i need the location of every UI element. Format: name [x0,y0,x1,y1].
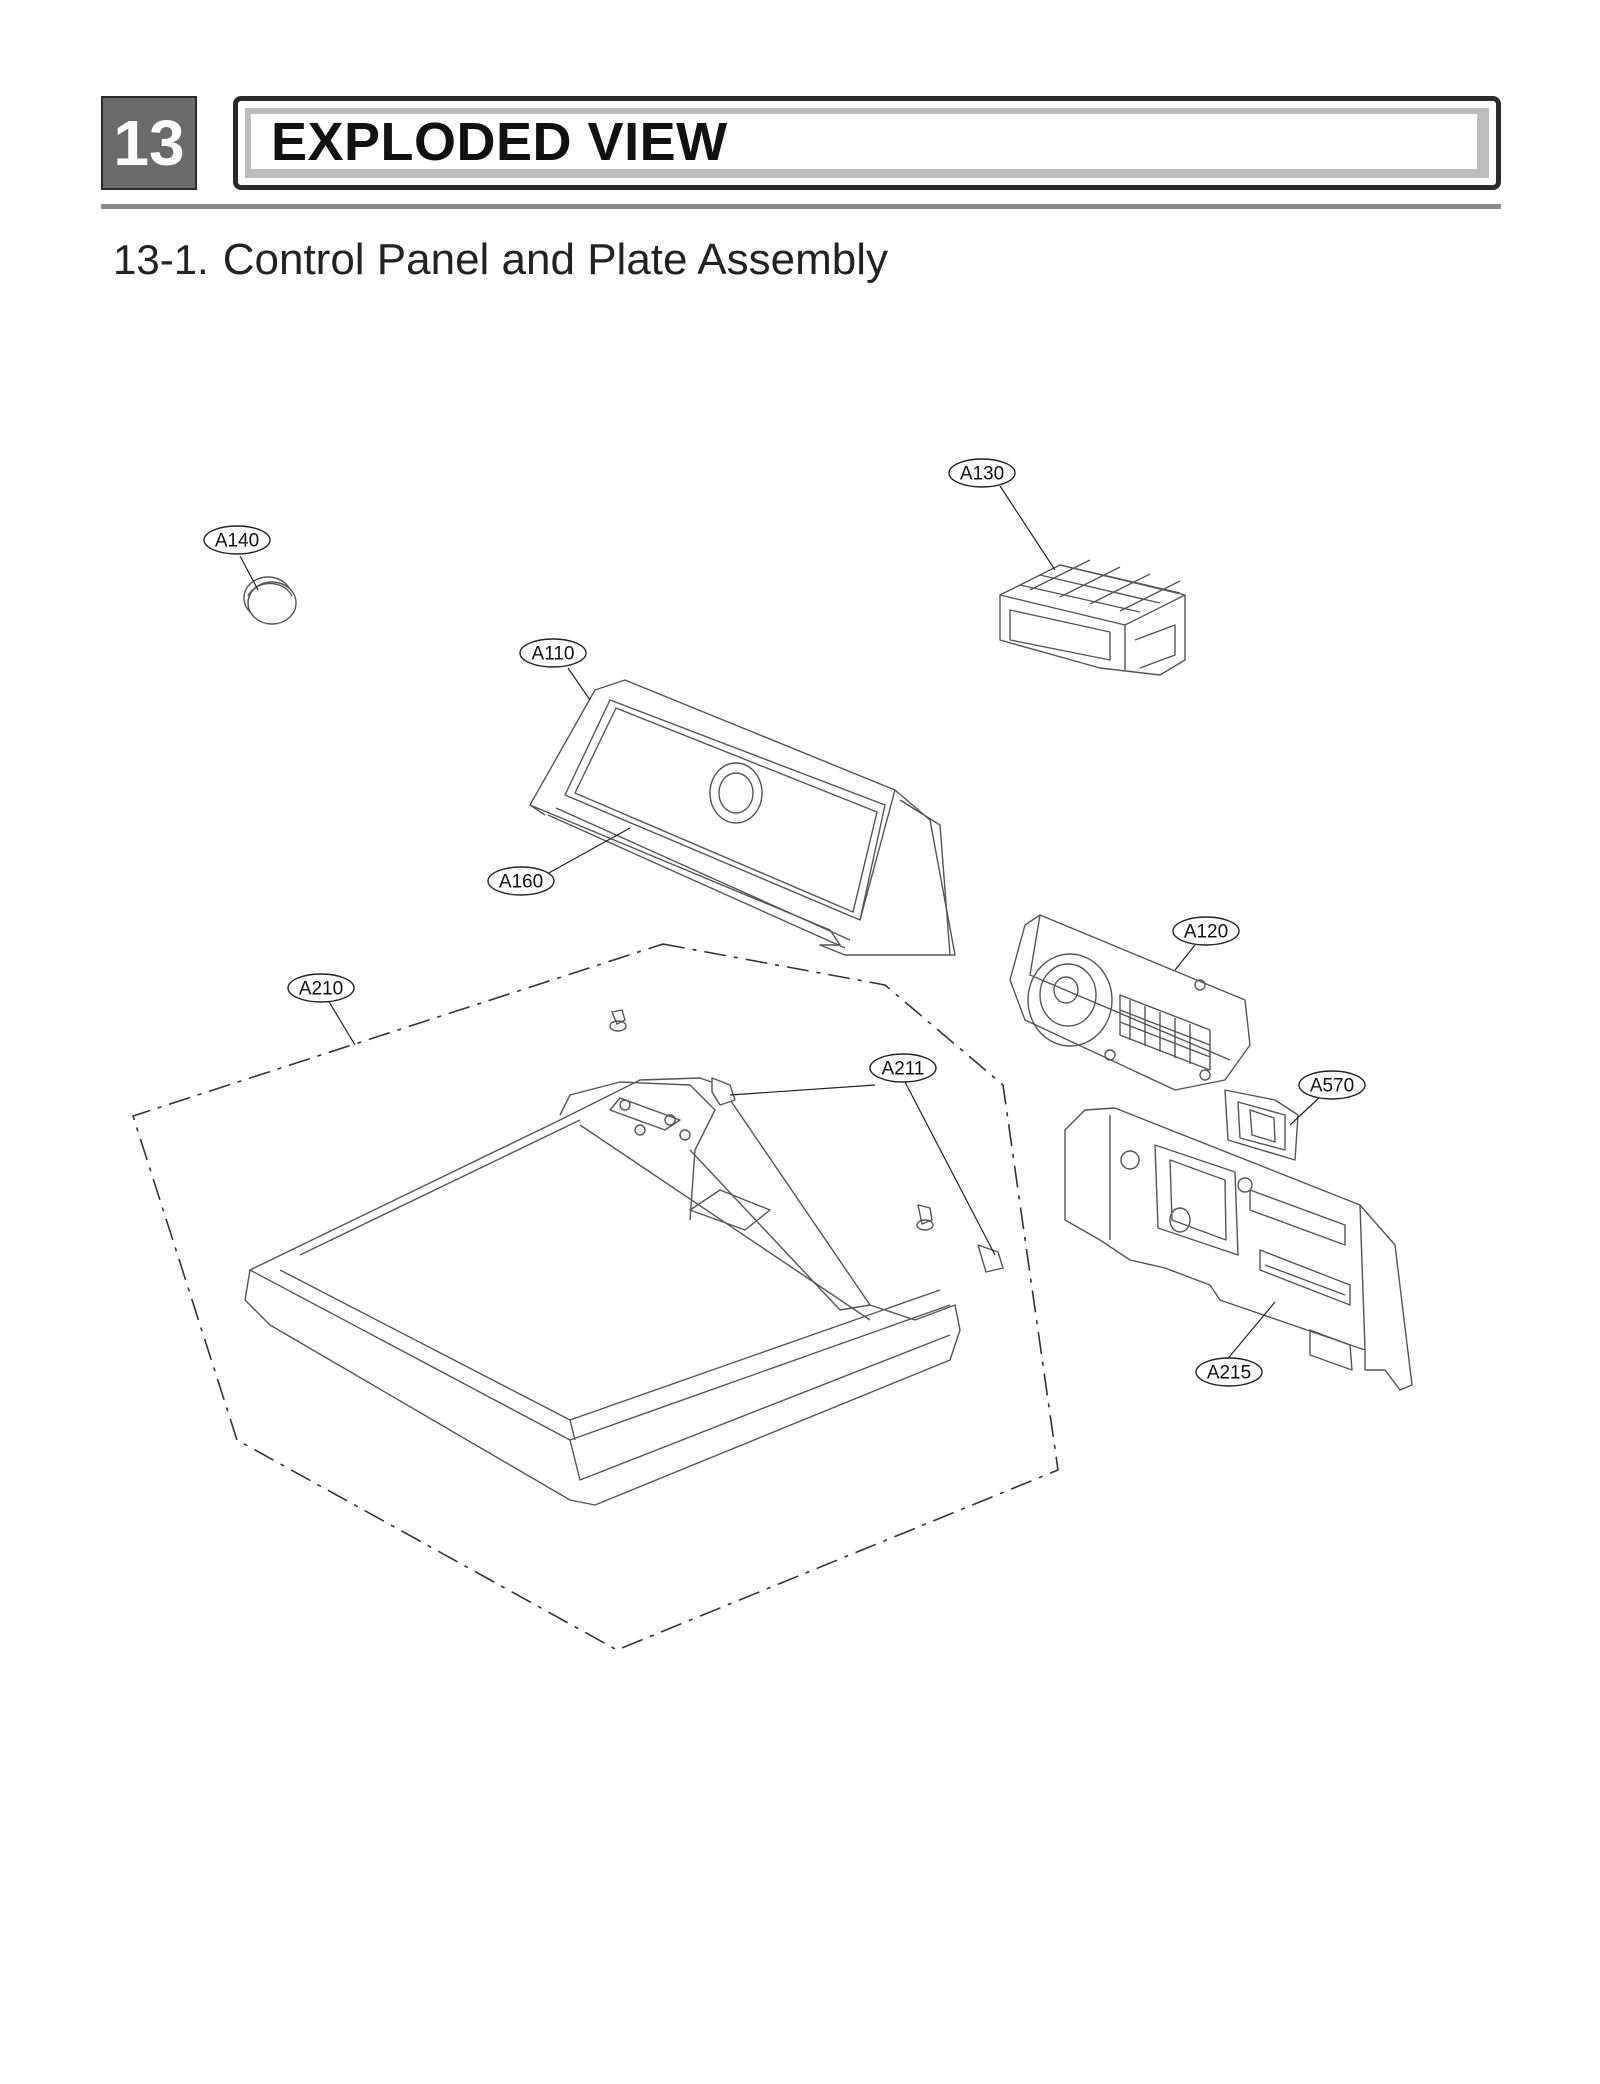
chapter-title-frame: EXPLODED VIEW [233,96,1501,190]
leader-a211-left [729,1084,876,1096]
leader-a210 [327,999,356,1046]
callout-label-a215: A215 [1207,1363,1251,1384]
bubble-a120 [1172,916,1240,946]
bubble-a215 [1195,1357,1263,1387]
callout-label-a211: A211 [882,1059,925,1080]
chapter-number-badge: 13 [101,96,197,190]
section-number: 13-1. [113,236,209,283]
bubble-a570 [1298,1070,1366,1100]
bubble-a140 [203,525,271,555]
callout-leader-lines [239,485,1321,1363]
a215-back-plate-part [1064,1107,1413,1391]
section-title: Control Panel and Plate Assembly [222,235,888,284]
leader-a160 [546,827,631,875]
bubble-a160 [487,866,555,896]
callout-label-a120: A120 [1184,922,1228,943]
a210-assembly-boundary [132,943,1059,1651]
leader-a570 [1289,1096,1321,1126]
a140-knob-part [243,576,297,625]
callout-labels: A130 A140 A110 A160 A120 A210 A211 A570 … [215,464,1354,1384]
callout-label-a160: A160 [499,872,543,893]
callout-label-a130: A130 [960,464,1004,485]
a110-control-panel-part [529,679,956,956]
header-rule [101,204,1501,209]
chapter-title: EXPLODED VIEW [271,112,728,172]
leader-a130 [999,485,1056,571]
a570-cover-part [1224,1089,1299,1161]
a120-pcb-part [1009,914,1251,1091]
bubble-a130 [948,458,1016,488]
leader-a215 [1224,1301,1276,1363]
bubble-a110 [519,638,587,668]
bubble-a211 [869,1053,937,1083]
leader-a140 [239,555,259,591]
leader-a110 [567,667,591,701]
callout-bubbles [203,458,1366,1387]
chapter-title-inner-border [245,108,1489,178]
a210-top-plate-part [244,1077,961,1506]
a130-module-part [999,559,1186,676]
leader-a120 [1174,944,1196,971]
callout-label-a570: A570 [1310,1076,1354,1097]
bubble-a210 [287,973,355,1003]
leader-a211-right [904,1081,996,1256]
chapter-number: 13 [113,107,185,179]
section-heading: 13-1. Control Panel and Plate Assembly [113,232,888,288]
callout-label-a210: A210 [299,979,343,1000]
a211-hinge-parts [609,1009,1004,1273]
callout-label-a110: A110 [532,644,575,665]
callout-label-a140: A140 [215,531,259,552]
